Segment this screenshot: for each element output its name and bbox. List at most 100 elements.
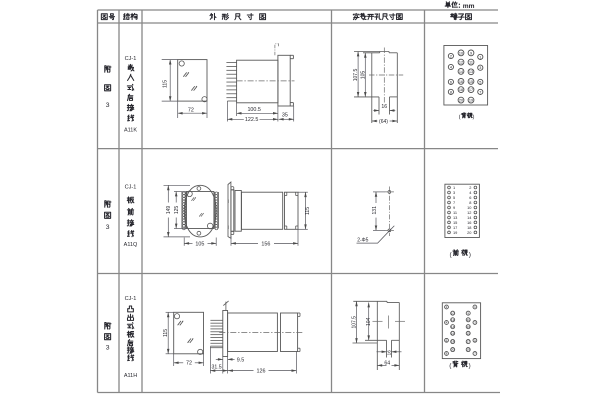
svg-text:13: 13: [469, 70, 473, 74]
svg-text:122.5: 122.5: [245, 117, 259, 123]
svg-text:16: 16: [467, 220, 471, 225]
svg-text:2-Φ5: 2-Φ5: [357, 237, 368, 243]
svg-text:3: 3: [106, 345, 110, 352]
svg-text:): ): [473, 114, 475, 120]
svg-text:10: 10: [459, 51, 463, 55]
svg-text:31.5: 31.5: [212, 364, 222, 370]
svg-text:13: 13: [453, 215, 457, 220]
svg-text:3: 3: [474, 321, 476, 325]
svg-text:16: 16: [459, 80, 463, 84]
svg-text:15: 15: [467, 331, 471, 335]
svg-text:18: 18: [467, 225, 471, 230]
svg-text:9: 9: [470, 51, 472, 55]
svg-text:2: 2: [446, 305, 448, 309]
svg-text:20: 20: [459, 98, 463, 102]
svg-text:18: 18: [459, 88, 463, 92]
svg-text:A11K: A11K: [124, 127, 137, 133]
svg-text:100.5: 100.5: [247, 107, 261, 113]
svg-text:16: 16: [381, 104, 387, 110]
svg-text:7: 7: [453, 200, 455, 205]
svg-text:(64): (64): [379, 119, 388, 125]
svg-text:72: 72: [186, 361, 192, 367]
svg-text:14: 14: [451, 325, 455, 329]
svg-text:12: 12: [467, 210, 471, 215]
svg-text:3: 3: [106, 102, 110, 109]
svg-text:15: 15: [469, 80, 473, 84]
svg-text:12: 12: [459, 60, 463, 64]
svg-text:3: 3: [479, 66, 481, 70]
svg-text:A11Q: A11Q: [124, 242, 138, 248]
svg-text:8: 8: [450, 90, 452, 94]
svg-text:14: 14: [467, 215, 472, 220]
svg-text:17: 17: [469, 88, 473, 92]
svg-text:11: 11: [469, 60, 473, 64]
svg-text:1: 1: [453, 185, 455, 190]
svg-text:3: 3: [106, 224, 110, 231]
svg-text:149: 149: [166, 206, 172, 215]
svg-text:19: 19: [469, 98, 473, 102]
svg-text:14: 14: [459, 70, 463, 74]
svg-text:(: (: [459, 114, 461, 120]
svg-text:11: 11: [453, 210, 457, 215]
svg-text:6: 6: [450, 80, 452, 84]
svg-text:19: 19: [467, 348, 471, 352]
svg-text:17: 17: [453, 225, 457, 230]
svg-text:10: 10: [467, 205, 472, 210]
svg-text:5: 5: [453, 195, 455, 200]
svg-text:131: 131: [372, 206, 378, 215]
svg-text:2: 2: [469, 185, 471, 190]
svg-text:9.5: 9.5: [237, 357, 245, 363]
svg-text:15: 15: [453, 220, 457, 225]
svg-text:9: 9: [453, 205, 455, 210]
svg-text:10: 10: [451, 311, 455, 315]
svg-text:125: 125: [174, 206, 180, 215]
svg-text:105: 105: [360, 71, 366, 80]
svg-text:17: 17: [467, 340, 471, 344]
svg-text:107.5: 107.5: [353, 69, 359, 82]
svg-text:115: 115: [163, 329, 169, 337]
svg-text:): ): [468, 362, 470, 369]
svg-text:1: 1: [474, 305, 476, 309]
svg-text:4: 4: [450, 65, 452, 69]
svg-text:mm: mm: [463, 3, 475, 10]
svg-text:8: 8: [446, 352, 448, 356]
svg-text:107.5: 107.5: [351, 316, 357, 329]
svg-text:11: 11: [467, 318, 470, 322]
svg-text:6: 6: [446, 338, 448, 342]
svg-text:104: 104: [366, 317, 372, 326]
svg-text:CJ-1: CJ-1: [125, 185, 137, 191]
svg-text:2: 2: [450, 54, 452, 58]
svg-text:1: 1: [479, 55, 481, 59]
svg-text:4: 4: [469, 190, 472, 195]
svg-text:72: 72: [188, 107, 194, 113]
svg-text:13: 13: [467, 325, 471, 329]
svg-text:7: 7: [474, 352, 476, 356]
svg-text:64: 64: [384, 361, 390, 367]
svg-text:5: 5: [474, 338, 476, 342]
svg-text:9: 9: [467, 311, 469, 315]
svg-text:16: 16: [386, 350, 391, 356]
svg-text:4: 4: [446, 321, 448, 325]
svg-text:7: 7: [479, 90, 481, 94]
svg-text:16: 16: [451, 331, 455, 335]
svg-text:35: 35: [282, 113, 288, 119]
svg-text:(: (: [449, 362, 452, 369]
svg-text:6: 6: [469, 195, 471, 200]
svg-text:115: 115: [163, 80, 169, 88]
svg-text:12: 12: [451, 318, 455, 322]
svg-text:(: (: [449, 252, 452, 259]
svg-text:8: 8: [469, 200, 471, 205]
svg-text:3: 3: [453, 190, 455, 195]
svg-text:20: 20: [467, 230, 472, 235]
svg-text:20: 20: [451, 348, 455, 352]
svg-text:126: 126: [257, 369, 266, 375]
svg-text:5: 5: [479, 80, 481, 84]
svg-text:115: 115: [305, 207, 311, 215]
svg-text:105: 105: [195, 241, 204, 247]
svg-text:CJ-1: CJ-1: [125, 296, 137, 302]
svg-text:A11H: A11H: [124, 373, 137, 379]
svg-text:18: 18: [451, 340, 455, 344]
svg-text:): ): [469, 252, 471, 259]
svg-text:19: 19: [453, 230, 457, 235]
svg-text:156: 156: [261, 241, 270, 247]
